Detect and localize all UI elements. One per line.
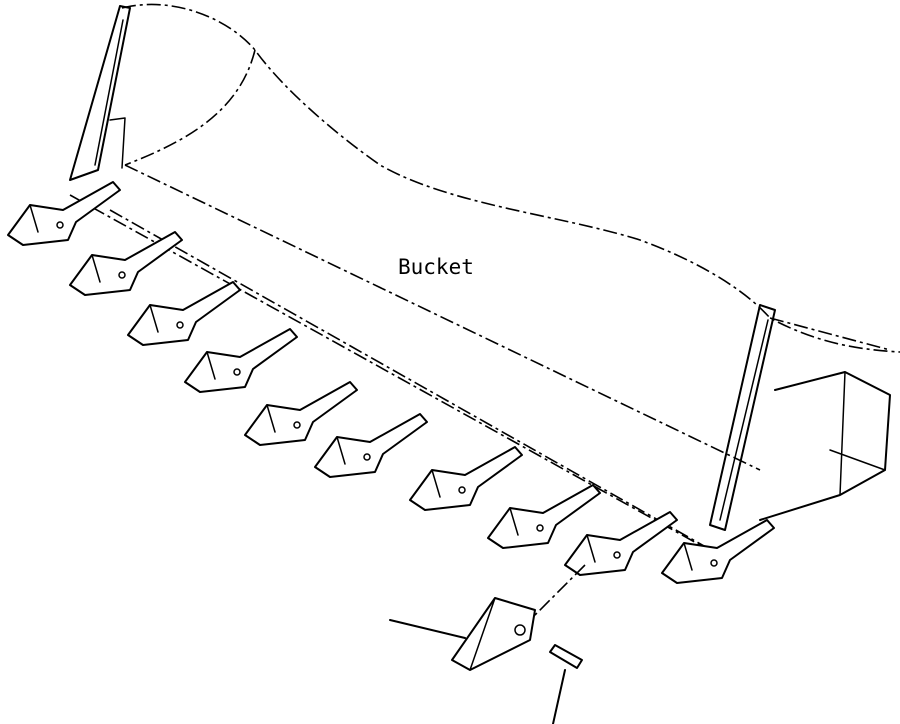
tooth-pin — [549, 644, 583, 724]
bucket-tooth — [184, 328, 298, 393]
left-side-plate — [69, 5, 131, 181]
bucket-tooth — [244, 381, 358, 446]
bucket-tooth — [314, 413, 428, 478]
bucket-tooth — [487, 484, 601, 549]
bucket-tooth — [7, 181, 121, 246]
bucket-teeth — [7, 181, 775, 584]
replacement-tooth — [389, 564, 586, 671]
bucket-tooth — [661, 519, 775, 584]
bucket-tooth — [409, 446, 523, 511]
bucket-label: Bucket — [398, 255, 474, 279]
bucket-tooth — [127, 281, 241, 346]
bucket-tooth — [69, 231, 183, 296]
bucket-outline — [121, 3, 900, 471]
bucket-tooth — [564, 511, 678, 576]
right-side-plate — [709, 304, 891, 531]
